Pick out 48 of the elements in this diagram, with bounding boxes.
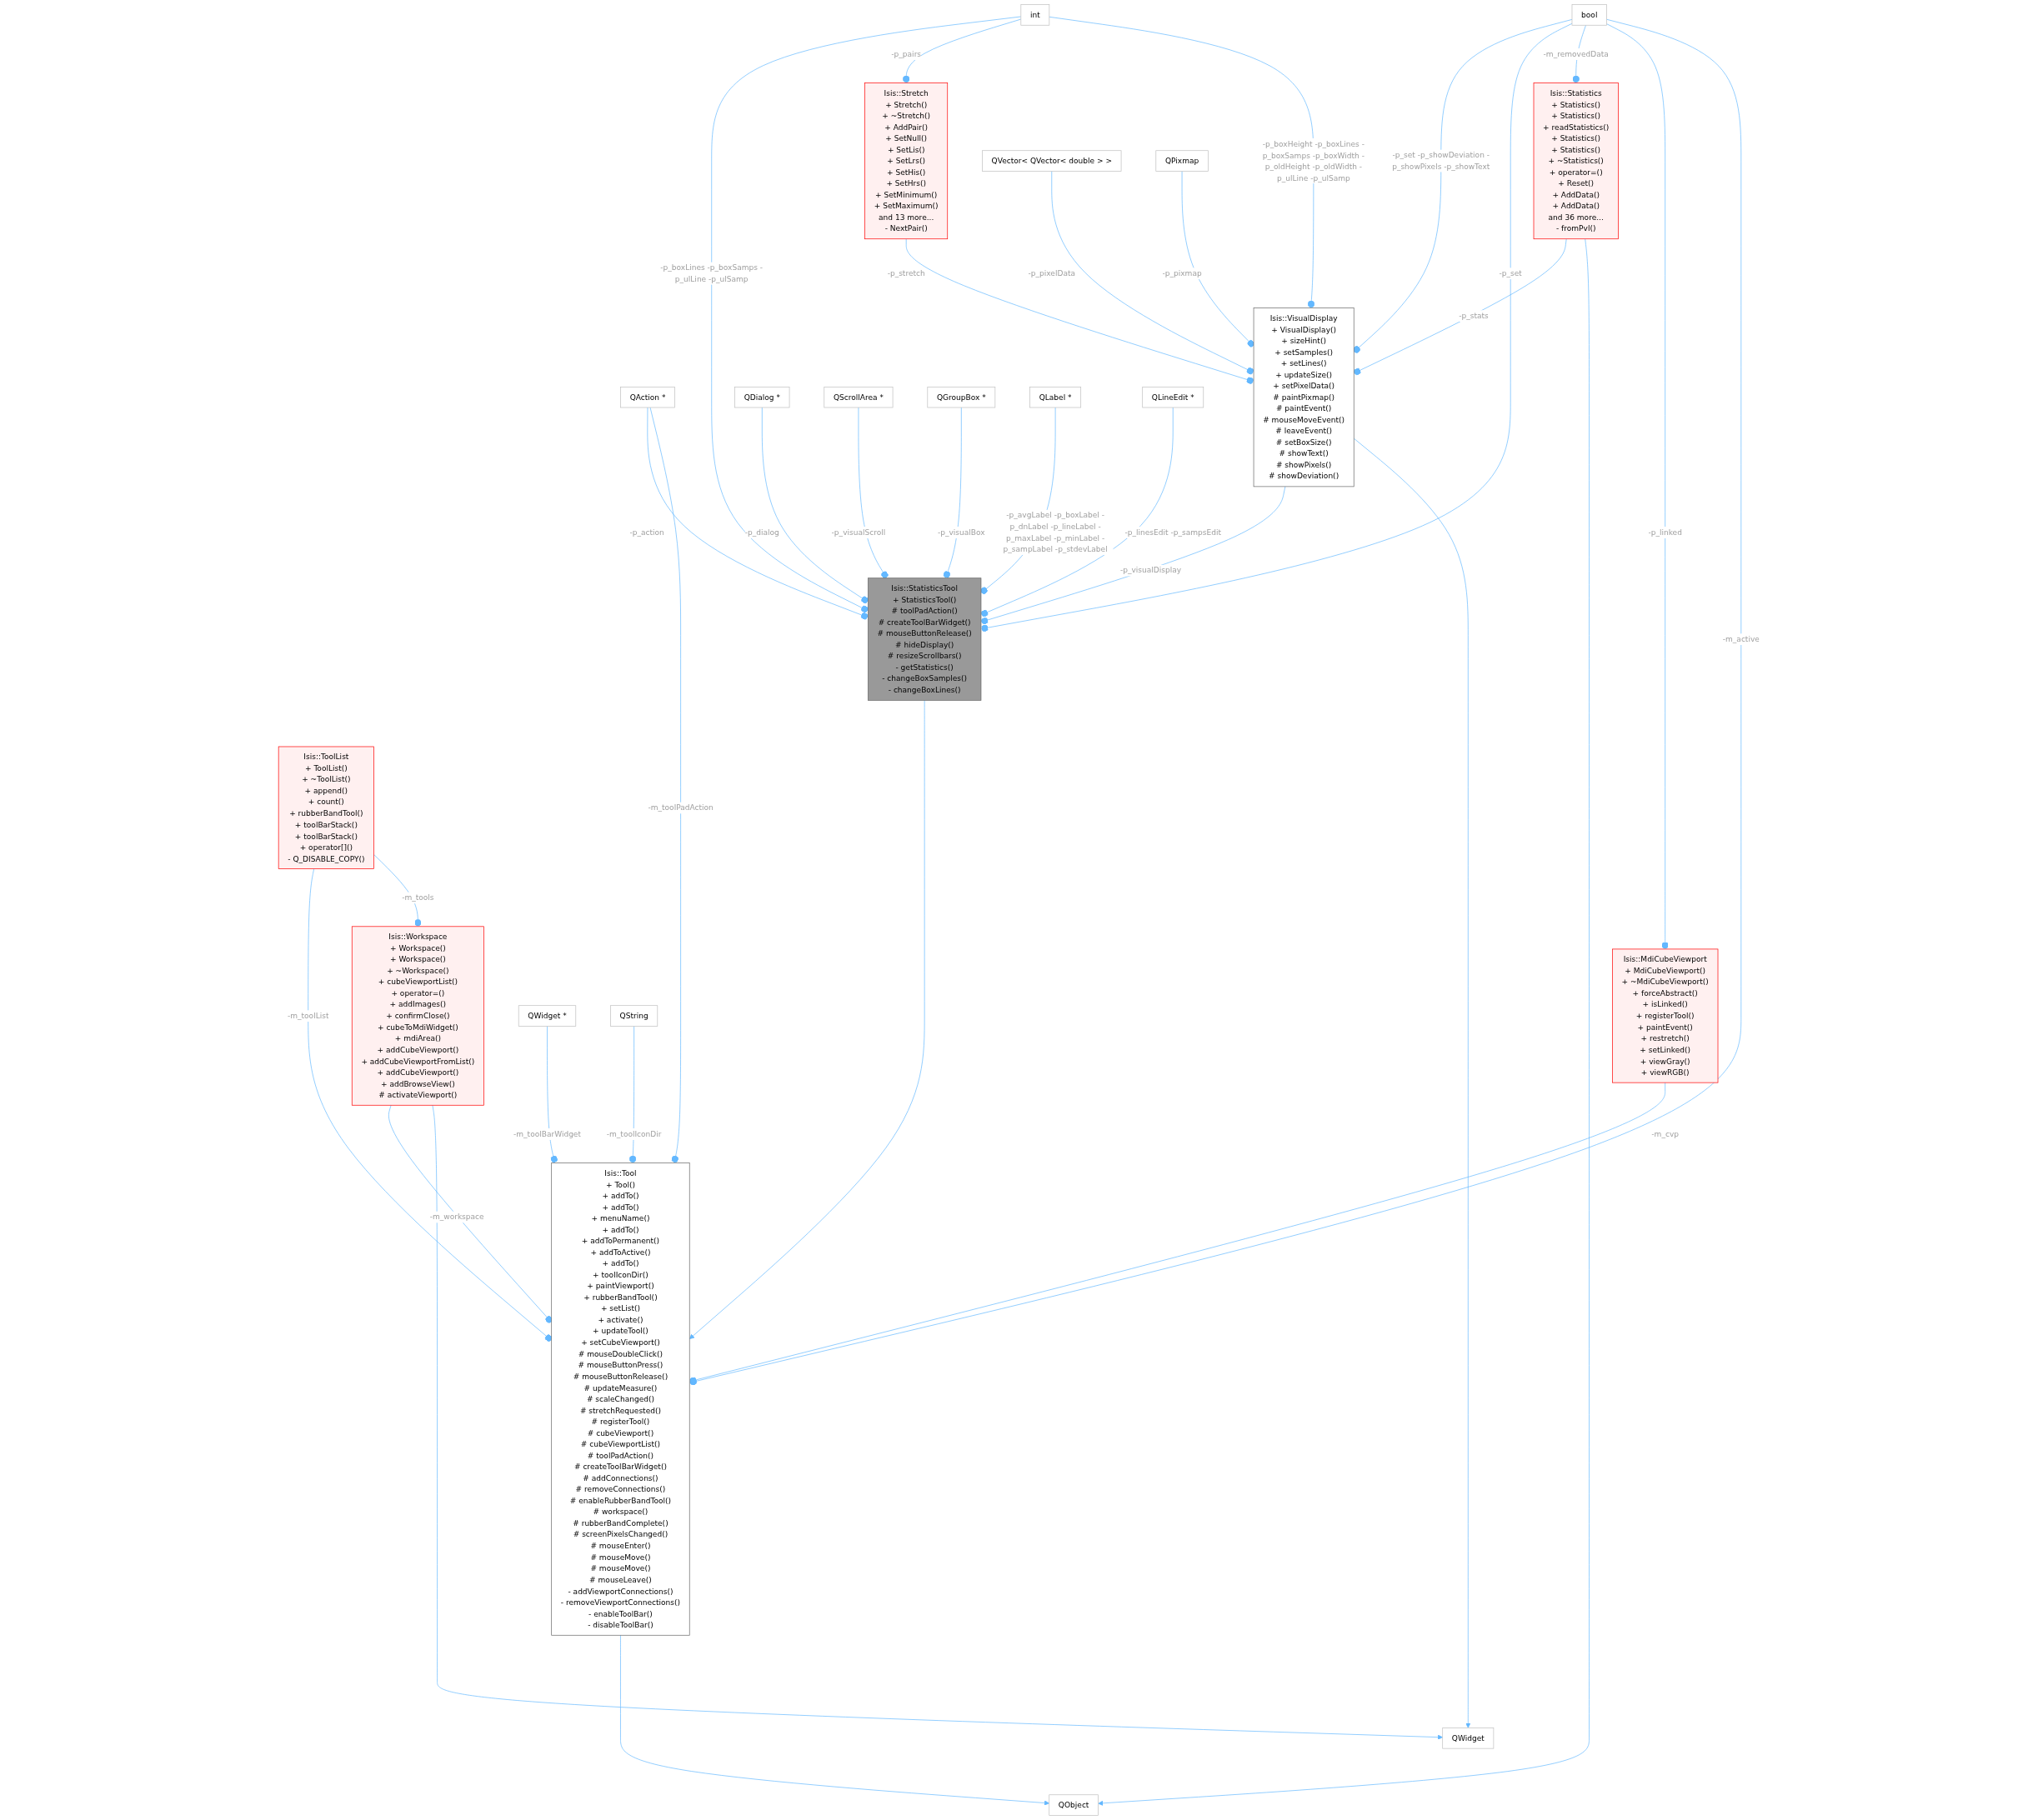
edge-label: -p_boxLines -p_boxSamps -p_ulLine -p_ulSamp [660,262,764,283]
edge-label: -m_toolBarWidget [513,1129,581,1138]
node-box: Isis::MdiCubeViewport + MdiCubeViewport() + ~MdiCubeViewport() + forceAbstract() + isLinked() + registerTool() + paintEvent() + restretch() + setLinked() + viewGray() + viewRGB() [1612,948,1719,1083]
edge-label: -m_active [1722,634,1760,644]
edge-label: -m_tools [402,892,434,902]
node-box: QVector< QVector< double > > [982,150,1122,172]
node-box: QString [610,1005,658,1027]
edge-label: -p_action [629,528,664,537]
edge-label: -p_linesEdit -p_sampsEdit [1124,528,1221,537]
node-box: bool [1571,4,1607,26]
edge-label: -m_toolPadAction [648,802,714,812]
edge-label: -m_toolIconDir [606,1129,662,1138]
node-box: QObject [1049,1794,1099,1816]
node-box: Isis::StatisticsTool + StatisticsTool() # toolPadAction() # createToolBarWidget() # mouseButtonRelease() # hideDisplay() # resizeScrollbars() - getStatistics() - changeBoxSamples() - changeBoxLines() [868,578,982,701]
edge-label: -p_avgLabel -p_boxLabel -p_dnLabel -p_lineLabel -p_maxLabel -p_minLabel -p_sampLabel -p_stdevLabel [1003,511,1108,554]
edge-label: -m_cvp [1651,1129,1679,1138]
node-box: QDialog * [734,386,790,408]
node-box: int [1020,4,1050,26]
node-box: QAction * [620,386,675,408]
node-box: QLineEdit * [1142,386,1204,408]
edge-label: -m_toolList [287,1011,329,1021]
node-box: QGroupBox * [927,386,996,408]
edge-label: -p_pairs [891,49,922,58]
node-box: Isis::ToolList + ToolList() + ~ToolList() + append() + count() + rubberBandTool() + toolBarStack() + toolBarStack() + operator[]() - Q_DISABLE_COPY() [278,746,374,869]
edge-label: -p_linked [1648,528,1682,537]
edge-label: -p_pixmap [1162,268,1202,278]
node-box: Isis::Workspace + Workspace() + Workspace() + ~Workspace() + cubeViewportList() + operator=() + addImages() + confirmClose() + cubeToMdiWidget() + mdiArea() + addCubeViewport() + addCubeViewportFromList() + addCubeViewport() + addBrowseView() # activateViewport() [351,926,484,1106]
edge-label: -m_workspace [429,1212,484,1222]
edge-label: -p_set [1499,268,1522,278]
node-box: QScrollArea * [824,386,894,408]
edge-label: -p_stats [1459,311,1489,321]
edge-label: -p_stretch [887,268,925,278]
edge-label: -p_visualBox [937,528,985,537]
node-box: QWidget * [518,1005,577,1027]
node-box: Isis::Tool + Tool() + addTo() + addTo() + menuName() + addTo() + addToPermanent() + addToActive() + addTo() + toolIconDir() + paintViewport() + rubberBandTool() + setList() + activate() + updateTool() + setCubeViewport() # mouseDoubleClick() # mouseButtonPress() # mouseButtonRelease() # updateMeasure() # scaleChanged() # stretchRequested() # registerTool() # cubeViewport() # cubeViewportList() # toolPadAction() # createToolBarWidget() # addConnections() # removeConnections() # enableRubberBandTool() # workspace() # rubberBandComplete() # screenPixelsChanged() # mouseEnter() # mouseMove() # mouseMove() # mouseLeave() - addViewportConnections() - removeViewportConnections() - enableToolBar() - disableToolBar() [551,1162,690,1636]
edge-label: -p_pixelData [1028,268,1076,278]
node-box: QWidget [1442,1728,1495,1749]
edge-label: -m_removedData [1543,49,1609,58]
edge-label: -p_dialog [744,528,779,537]
node-box: Isis::Statistics + Statistics() + Statistics() + readStatistics() + Statistics() + Statistics() + ~Statistics() + operator=() + Reset() + AddData() + AddData() and 36 more... - fromPvl() [1533,82,1619,240]
edge-label: -p_visualDisplay [1119,566,1182,575]
node-box: QPixmap [1155,150,1209,172]
node-box: Isis::Stretch + Stretch() + ~Stretch() + AddPair() + SetNull() + SetLis() + SetLrs() + SetHis() + SetHrs() + SetMinimum() + SetMaximum() and 13 more... - NextPair() [864,82,949,240]
edge-label: -p_set -p_showDeviation -p_showPixels -p_showText [1392,150,1490,171]
edge-label: -p_boxHeight -p_boxLines -p_boxSamps -p_boxWidth -p_oldHeight -p_oldWidth -p_ulLine -p_ulSamp [1262,139,1365,182]
node-box: QLabel * [1029,386,1082,408]
node-box: Isis::VisualDisplay + VisualDisplay() + sizeHint() + setSamples() + setLines() + updateSize() + setPixelData() # paintPixmap() # paintEvent() # mouseMoveEvent() # leaveEvent() # setBoxSize() # showText() # showPixels() # showDeviation() [1253,308,1354,488]
edge-label: -p_visualScroll [831,528,886,537]
